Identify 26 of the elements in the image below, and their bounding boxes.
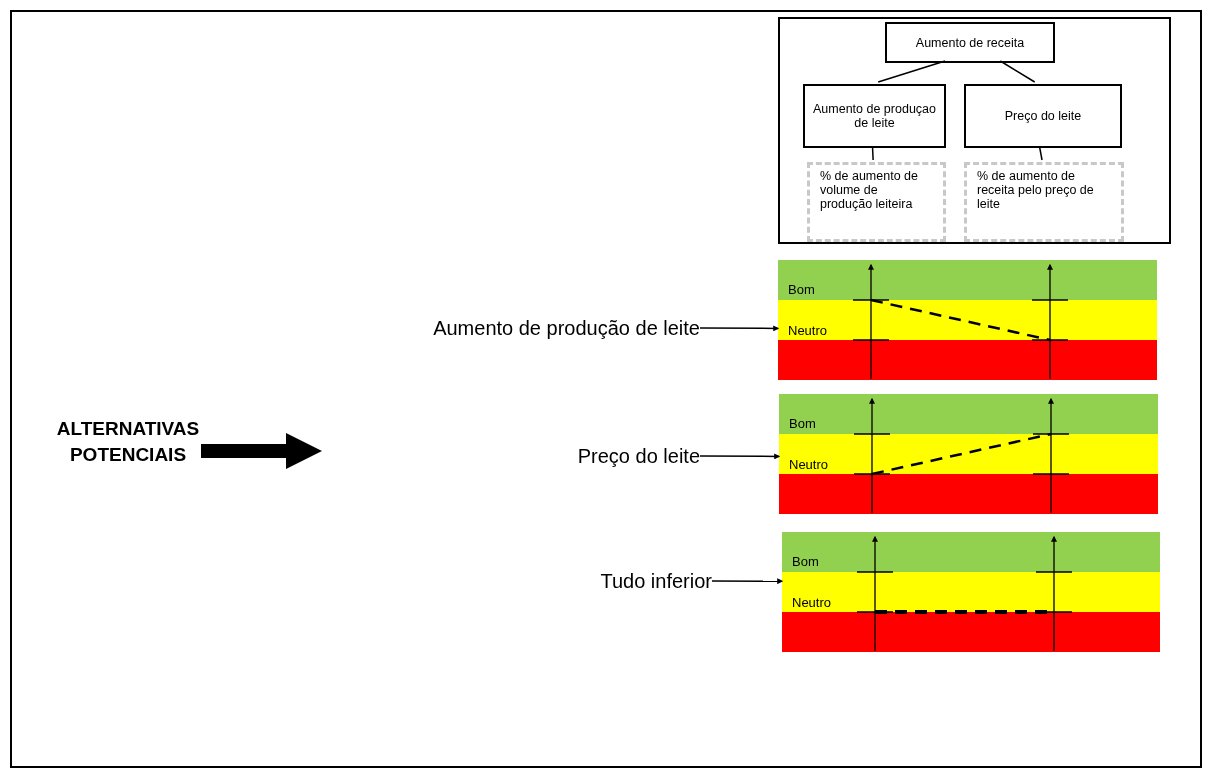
level-label: Neutro [788, 323, 828, 338]
rating-scale-chart [778, 260, 1157, 380]
level-label: Bom [789, 416, 816, 431]
process-box: Aumento de receita [885, 22, 1055, 63]
level-label: Bom [788, 282, 815, 297]
rating-scale-chart [782, 532, 1160, 652]
level-label: Neutro [792, 595, 832, 610]
process-box: Preço do leite [964, 84, 1122, 148]
connector-line [1038, 145, 1043, 161]
arrow [201, 432, 323, 470]
level-label: Neutro [789, 457, 829, 472]
frame-box [778, 17, 1171, 244]
alternative-label: Preço do leite [330, 441, 700, 471]
process-box: Aumento de produçao de leite [803, 84, 946, 148]
connector-line [999, 60, 1036, 83]
arrow [699, 453, 781, 460]
note-box: % de aumento de receita pelo preço de leite [964, 162, 1124, 242]
alternative-label: Tudo inferior [330, 566, 712, 596]
arrow [699, 325, 780, 332]
connector-line [871, 145, 874, 161]
rating-scale-chart [779, 394, 1158, 514]
arrow [711, 578, 784, 585]
heading-text: ALTERNATIVAS POTENCIAIS [55, 412, 201, 472]
level-label: Bom [792, 554, 819, 569]
alternative-label: Aumento de produção de leite [330, 313, 700, 343]
note-box: % de aumento de volume de produção leiteira [807, 162, 946, 242]
